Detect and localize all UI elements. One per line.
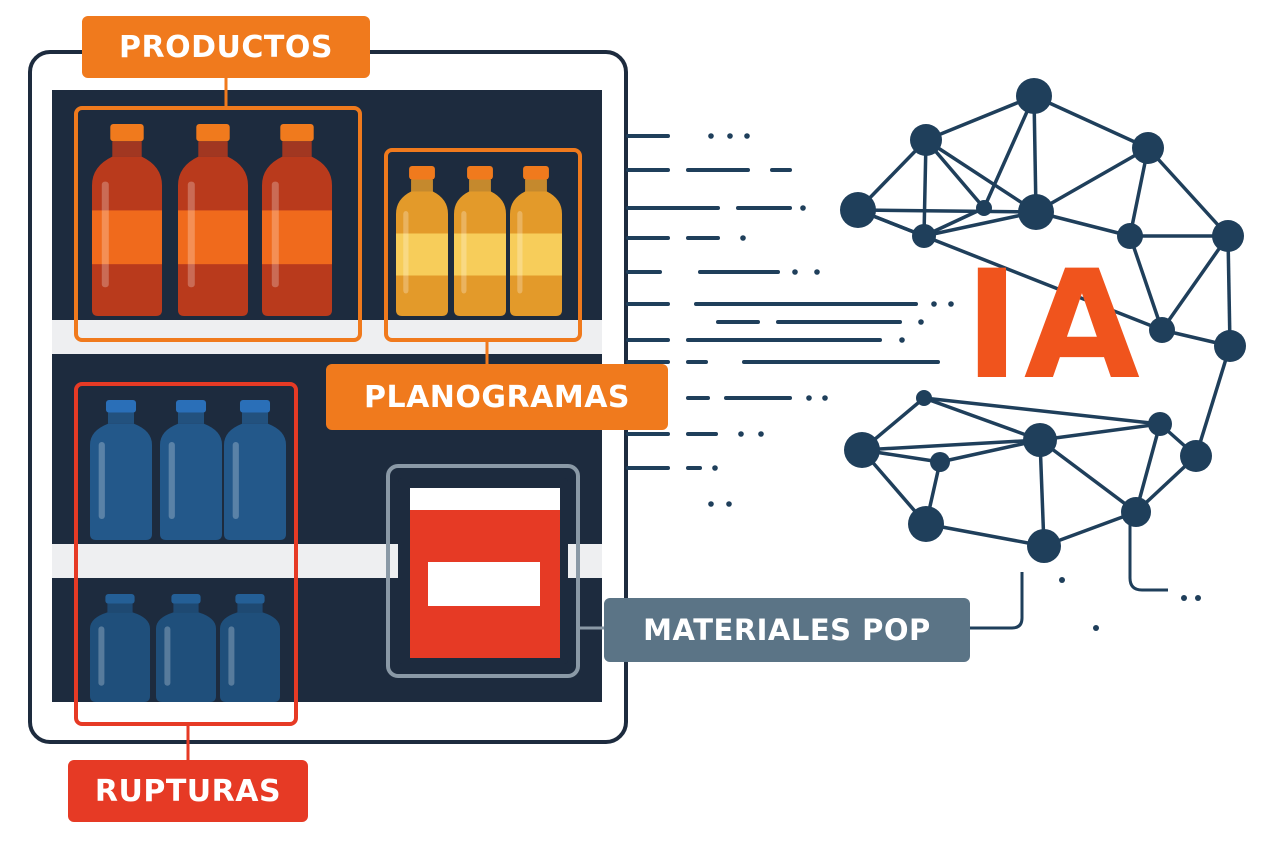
network-node (1212, 220, 1244, 252)
network-link (1146, 146, 1230, 238)
pop-to-network-link (970, 572, 1024, 630)
stream-dot (814, 269, 820, 275)
network-link (1035, 146, 1149, 214)
data-stream-lines (626, 133, 954, 507)
network-dot (1093, 625, 1099, 631)
bottle-icon (178, 124, 248, 316)
stream-dot (738, 431, 744, 437)
network-link (923, 210, 1037, 238)
network-dot (1181, 595, 1187, 601)
bottle-icon (220, 594, 280, 702)
out-of-stock-bottles-group (90, 400, 286, 702)
stream-dot (948, 301, 954, 307)
network-node (1023, 423, 1057, 457)
network-node (916, 390, 932, 406)
bottle-icon (90, 400, 152, 540)
network-node (912, 224, 936, 248)
network-dot (1195, 595, 1201, 601)
stream-dot (708, 501, 714, 507)
network-link (982, 95, 1036, 209)
stream-dot (800, 205, 806, 211)
stream-dot (726, 501, 732, 507)
network-link (925, 138, 1037, 214)
rupturas-label: RUPTURAS (68, 760, 308, 822)
rupturas-detection-box (74, 382, 298, 726)
network-node (1018, 194, 1054, 230)
bottle-icon (224, 400, 286, 540)
network-link (1032, 95, 1038, 213)
network-link (923, 396, 1161, 426)
network-link (1226, 235, 1232, 347)
network-link (923, 234, 1163, 332)
network-link (1038, 439, 1046, 547)
network-link (1038, 438, 1138, 514)
network-link (1033, 94, 1149, 150)
network-link (857, 208, 1037, 214)
bottle-icon (454, 166, 506, 316)
stream-dot (744, 133, 750, 139)
bottle-icon (92, 124, 162, 316)
stream-dot (806, 395, 812, 401)
network-link (922, 139, 928, 237)
productos-detection-box (74, 106, 362, 342)
network-node (908, 506, 944, 542)
network-node (930, 452, 950, 472)
stream-dot (727, 133, 733, 139)
network-link (1039, 422, 1161, 442)
bottle-icon (156, 594, 216, 702)
materiales-pop-label: MATERIALES POP (604, 598, 970, 662)
network-link (925, 522, 1045, 548)
stream-dot (758, 431, 764, 437)
network-link (1128, 235, 1164, 331)
shelf-board-top (52, 320, 602, 354)
planogram-bottles-group (396, 166, 562, 316)
network-tail (1128, 520, 1168, 592)
productos-label: PRODUCTOS (82, 16, 370, 78)
network-node (1148, 412, 1172, 436)
stream-dot (931, 301, 937, 307)
bottle-icon (160, 400, 222, 540)
network-node (1117, 223, 1143, 249)
network-node (1180, 440, 1212, 472)
bottle-icon (262, 124, 332, 316)
network-node (910, 124, 942, 156)
stream-dot (822, 395, 828, 401)
stream-dot (740, 235, 746, 241)
stream-dot (918, 319, 924, 325)
network-node (1149, 317, 1175, 343)
network-node (1027, 529, 1061, 563)
network-node (1016, 78, 1052, 114)
bottle-icon (90, 594, 150, 702)
network-link (925, 94, 1035, 142)
network-link (1134, 423, 1162, 513)
network-node (976, 200, 992, 216)
network-link (1194, 345, 1232, 457)
ia-title: IA (964, 239, 1144, 413)
network-node (1121, 497, 1151, 527)
stream-dot (708, 133, 714, 139)
planogramas-detection-box (384, 148, 582, 342)
bottle-icon (396, 166, 448, 316)
neural-network-nodes (840, 78, 1246, 631)
stream-dot (792, 269, 798, 275)
planogramas-label: PLANOGRAMAS (326, 364, 668, 430)
network-link (939, 438, 1041, 464)
stream-dot (712, 465, 718, 471)
stream-dot (899, 337, 905, 343)
network-node (1132, 132, 1164, 164)
network-dot (1059, 577, 1065, 583)
network-node (840, 192, 876, 228)
network-link (861, 438, 1041, 452)
network-link (1160, 234, 1230, 332)
product-bottles-group (92, 124, 332, 316)
network-node (1214, 330, 1246, 362)
pop-sign-icon (386, 464, 580, 678)
network-link (923, 396, 1041, 442)
network-node (844, 432, 880, 468)
bottle-icon (510, 166, 562, 316)
